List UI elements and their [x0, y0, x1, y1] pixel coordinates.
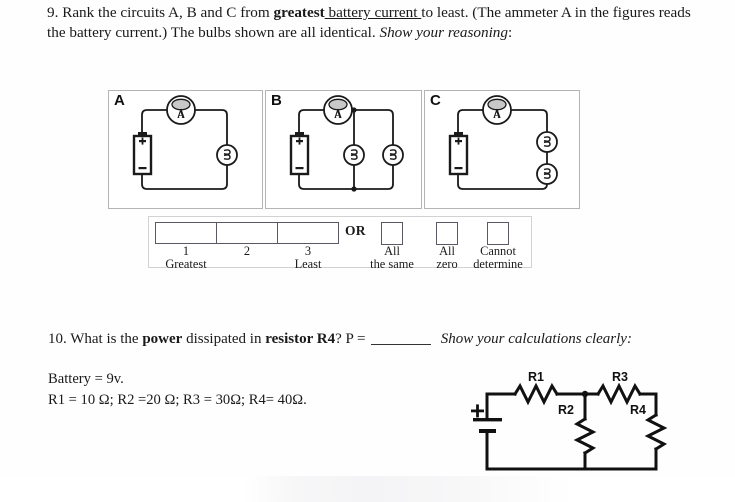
circuit-panel-a: A — [108, 90, 263, 209]
bulb-symbol-b1 — [343, 144, 365, 166]
panel-a-label: A — [114, 92, 125, 109]
page-bottom-band — [0, 476, 735, 502]
rank-3-number: 3 — [304, 244, 312, 258]
question-10-text: 10. What is the power dissipated in resi… — [48, 331, 632, 348]
checkbox-all-zero[interactable] — [436, 222, 458, 245]
q10-number: 10. — [48, 331, 67, 347]
checkbox-cannot-determine[interactable] — [487, 222, 509, 245]
question-9-text: 9. Rank the circuits A, B and C from gre… — [47, 3, 697, 43]
rank-1-number: 1 — [182, 244, 190, 258]
given-values-block: Battery = 9v. R1 = 10 Ω; R2 =20 Ω; R3 = … — [48, 369, 307, 411]
rank-3-sublabel: Least — [294, 257, 322, 271]
bulb-symbol-c2 — [536, 163, 558, 185]
q9-italic-show-reasoning: Show your reasoning — [379, 24, 508, 42]
battery-symbol-b — [289, 132, 310, 176]
given-battery: Battery = 9v. — [48, 371, 124, 387]
label-r2: R2 — [558, 403, 574, 417]
svg-text:A: A — [177, 110, 185, 121]
checkbox-3-line1: Cannot — [480, 244, 516, 258]
checkbox-2-line2: zero — [436, 257, 458, 271]
battery-symbol-network — [473, 418, 502, 433]
circuit-panel-b: B — [265, 90, 422, 209]
ammeter-symbol-b: A — [323, 95, 353, 125]
ammeter-symbol-c: A — [482, 95, 512, 125]
label-r4: R4 — [630, 403, 646, 417]
circuit-a-diagram: A — [132, 95, 238, 190]
given-resistors: R1 = 10 Ω; R2 =20 Ω; R3 = 30Ω; R4= 40Ω. — [48, 392, 307, 409]
q9-underline-battery-current: battery current — [324, 4, 422, 21]
answer-blank-line[interactable] — [371, 344, 432, 345]
checkbox-all-the-same[interactable] — [381, 222, 403, 245]
q10-italic-show-calculations: Show your calculations clearly: — [440, 331, 632, 347]
q10-text-part3: ? P = — [335, 331, 370, 347]
bulb-symbol-c1 — [536, 131, 558, 153]
q9-text-part2: to least. (The ammeter A in the figures … — [47, 4, 691, 42]
panel-b-label: B — [271, 92, 282, 109]
label-r1: R1 — [528, 372, 544, 384]
checkbox-3-line2: determine — [473, 257, 523, 271]
label-r3: R3 — [612, 372, 628, 384]
rank-box-3[interactable] — [277, 222, 339, 244]
circuit-panels-group: A — [108, 90, 580, 209]
battery-symbol-c — [448, 132, 469, 176]
rank-1-sublabel: Greatest — [165, 257, 207, 271]
q10-bold-power: power — [142, 331, 183, 347]
svg-text:A: A — [493, 110, 501, 121]
svg-text:A: A — [334, 110, 342, 121]
q10-text-part2: dissipated in — [182, 331, 266, 347]
or-label: OR — [345, 223, 366, 238]
checkbox-2-line1: All — [439, 244, 455, 258]
ammeter-symbol-a: A — [166, 95, 196, 125]
circuit-c-diagram: A — [448, 95, 558, 190]
checkbox-1-line1: All — [384, 244, 400, 258]
battery-symbol-a — [132, 132, 153, 176]
q10-text-part1: What is the — [70, 331, 143, 347]
rank-2-number: 2 — [243, 244, 251, 258]
junction-dot-network — [581, 390, 589, 398]
ranking-answer-row: OR 1 Greatest 2 3 Least All the same All… — [148, 216, 532, 271]
checkbox-1-line2: the same — [370, 257, 414, 271]
circuit-panel-c: C — [424, 90, 580, 209]
battery-plus-sign — [471, 404, 484, 418]
q9-number: 9. — [47, 4, 59, 21]
q9-colon: : — [508, 24, 513, 42]
resistor-network-diagram: R1 R3 R2 R4 — [470, 372, 670, 480]
circuit-b-diagram: A — [289, 95, 404, 192]
junction-dot-bottom — [351, 186, 357, 192]
q9-bold-greatest: greatest — [273, 4, 325, 21]
panel-c-label: C — [430, 92, 441, 109]
bulb-symbol-a1 — [216, 144, 238, 166]
rank-box-2[interactable] — [216, 222, 278, 244]
q9-text-part1: Rank the circuits A, B and C from — [62, 4, 274, 21]
q10-bold-resistor-r4: resistor R4 — [265, 331, 336, 347]
bulb-symbol-b2 — [382, 144, 404, 166]
rank-box-1[interactable] — [155, 222, 217, 244]
